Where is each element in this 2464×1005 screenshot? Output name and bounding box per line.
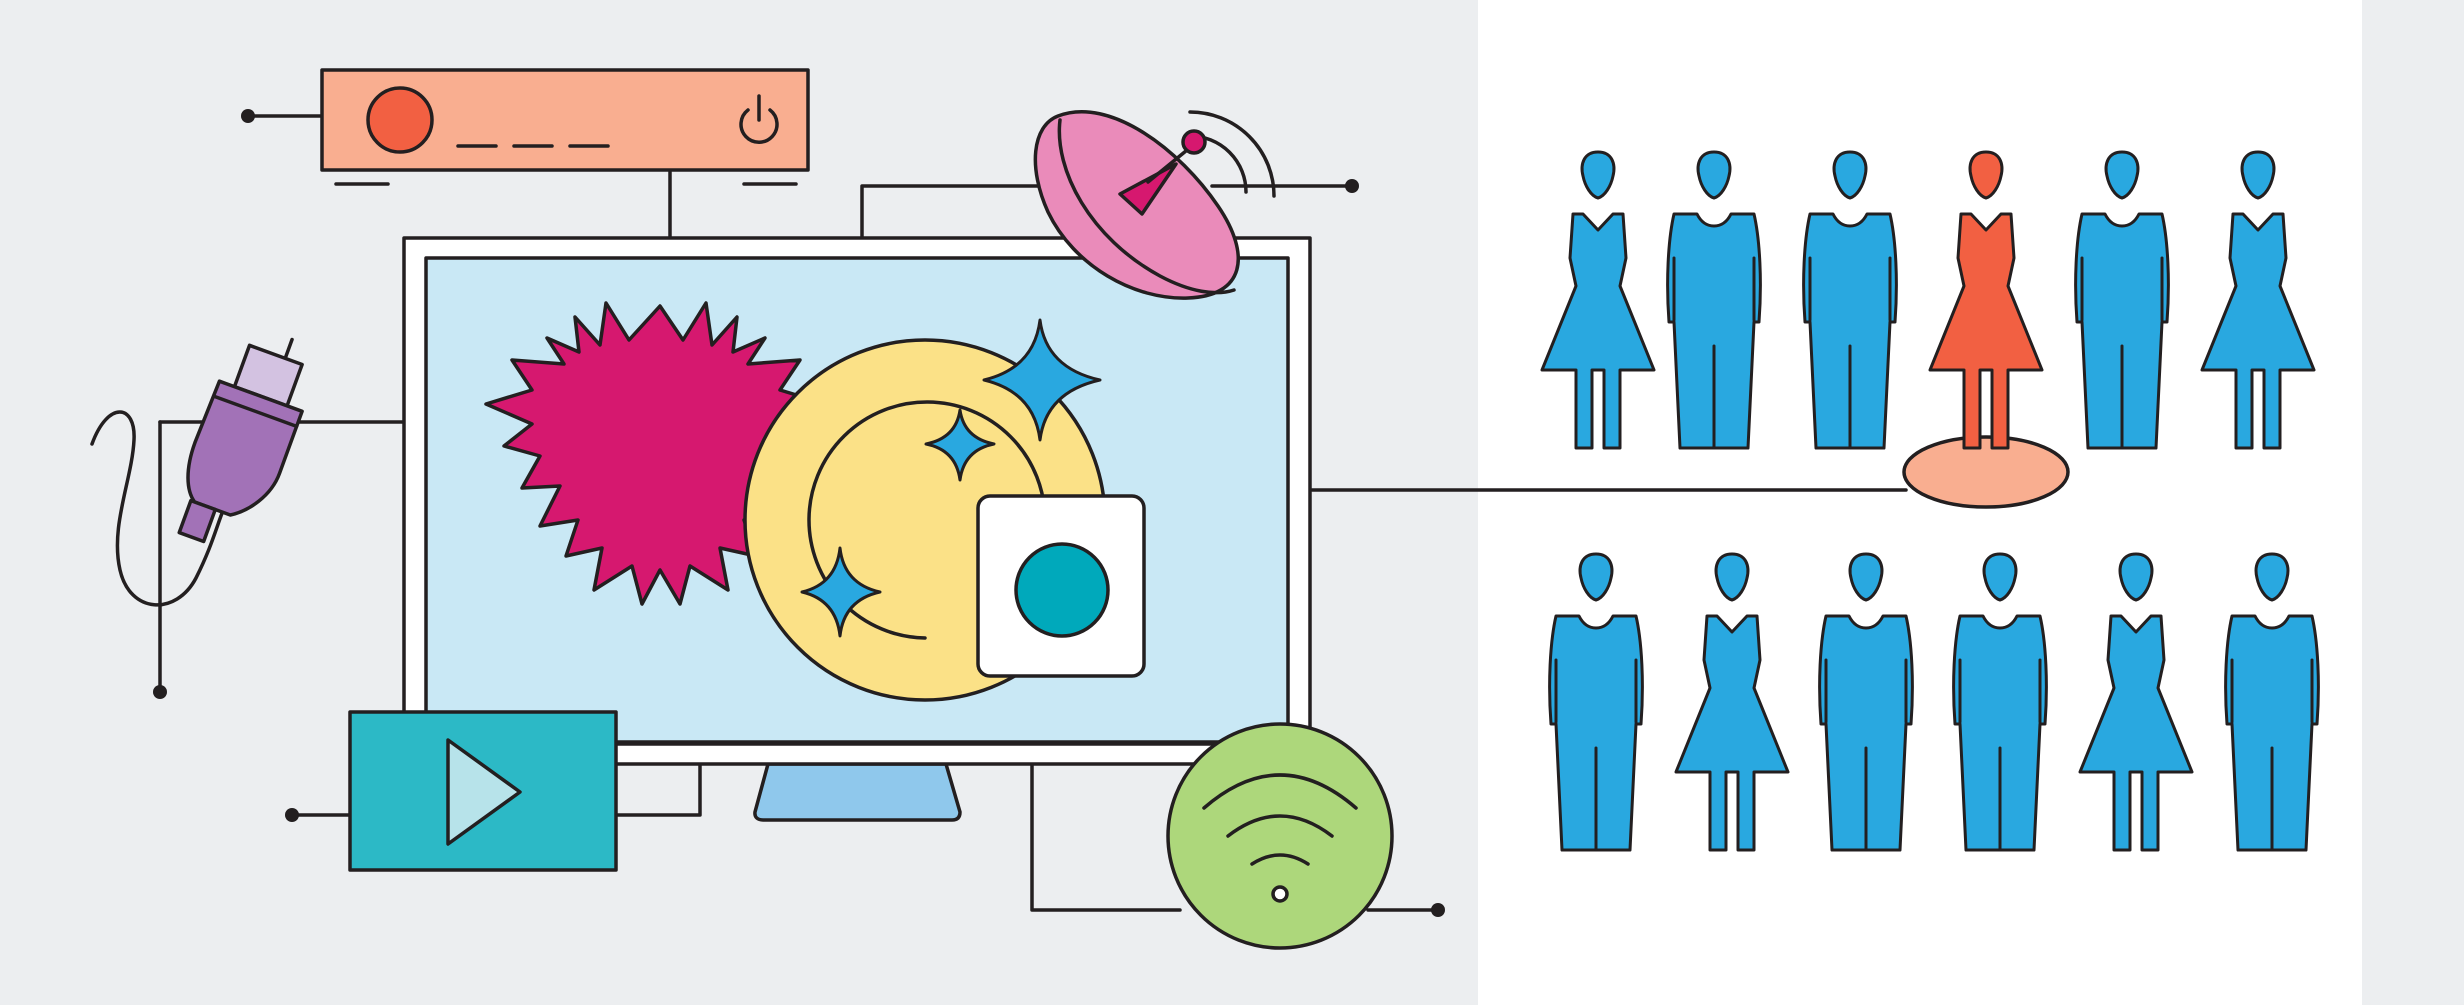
play-icon (446, 738, 522, 846)
connection-lines (158, 114, 1908, 912)
satellite-dish-icon (1033, 110, 1276, 300)
audience-panel (1478, 0, 2362, 1005)
record-dot-icon (1014, 542, 1110, 638)
burst-icon (484, 301, 828, 606)
power-icon (739, 94, 779, 144)
box-button (366, 86, 434, 154)
wifi-icon (1166, 722, 1394, 950)
highlight-base (1902, 435, 2070, 509)
monitor-stand (753, 762, 962, 822)
wire-terminals (153, 109, 1445, 917)
set-top-box (320, 68, 810, 186)
plug-icon (90, 337, 304, 607)
video-player (348, 710, 618, 872)
sparkle-icons (800, 318, 1102, 638)
record-button (976, 494, 1146, 678)
